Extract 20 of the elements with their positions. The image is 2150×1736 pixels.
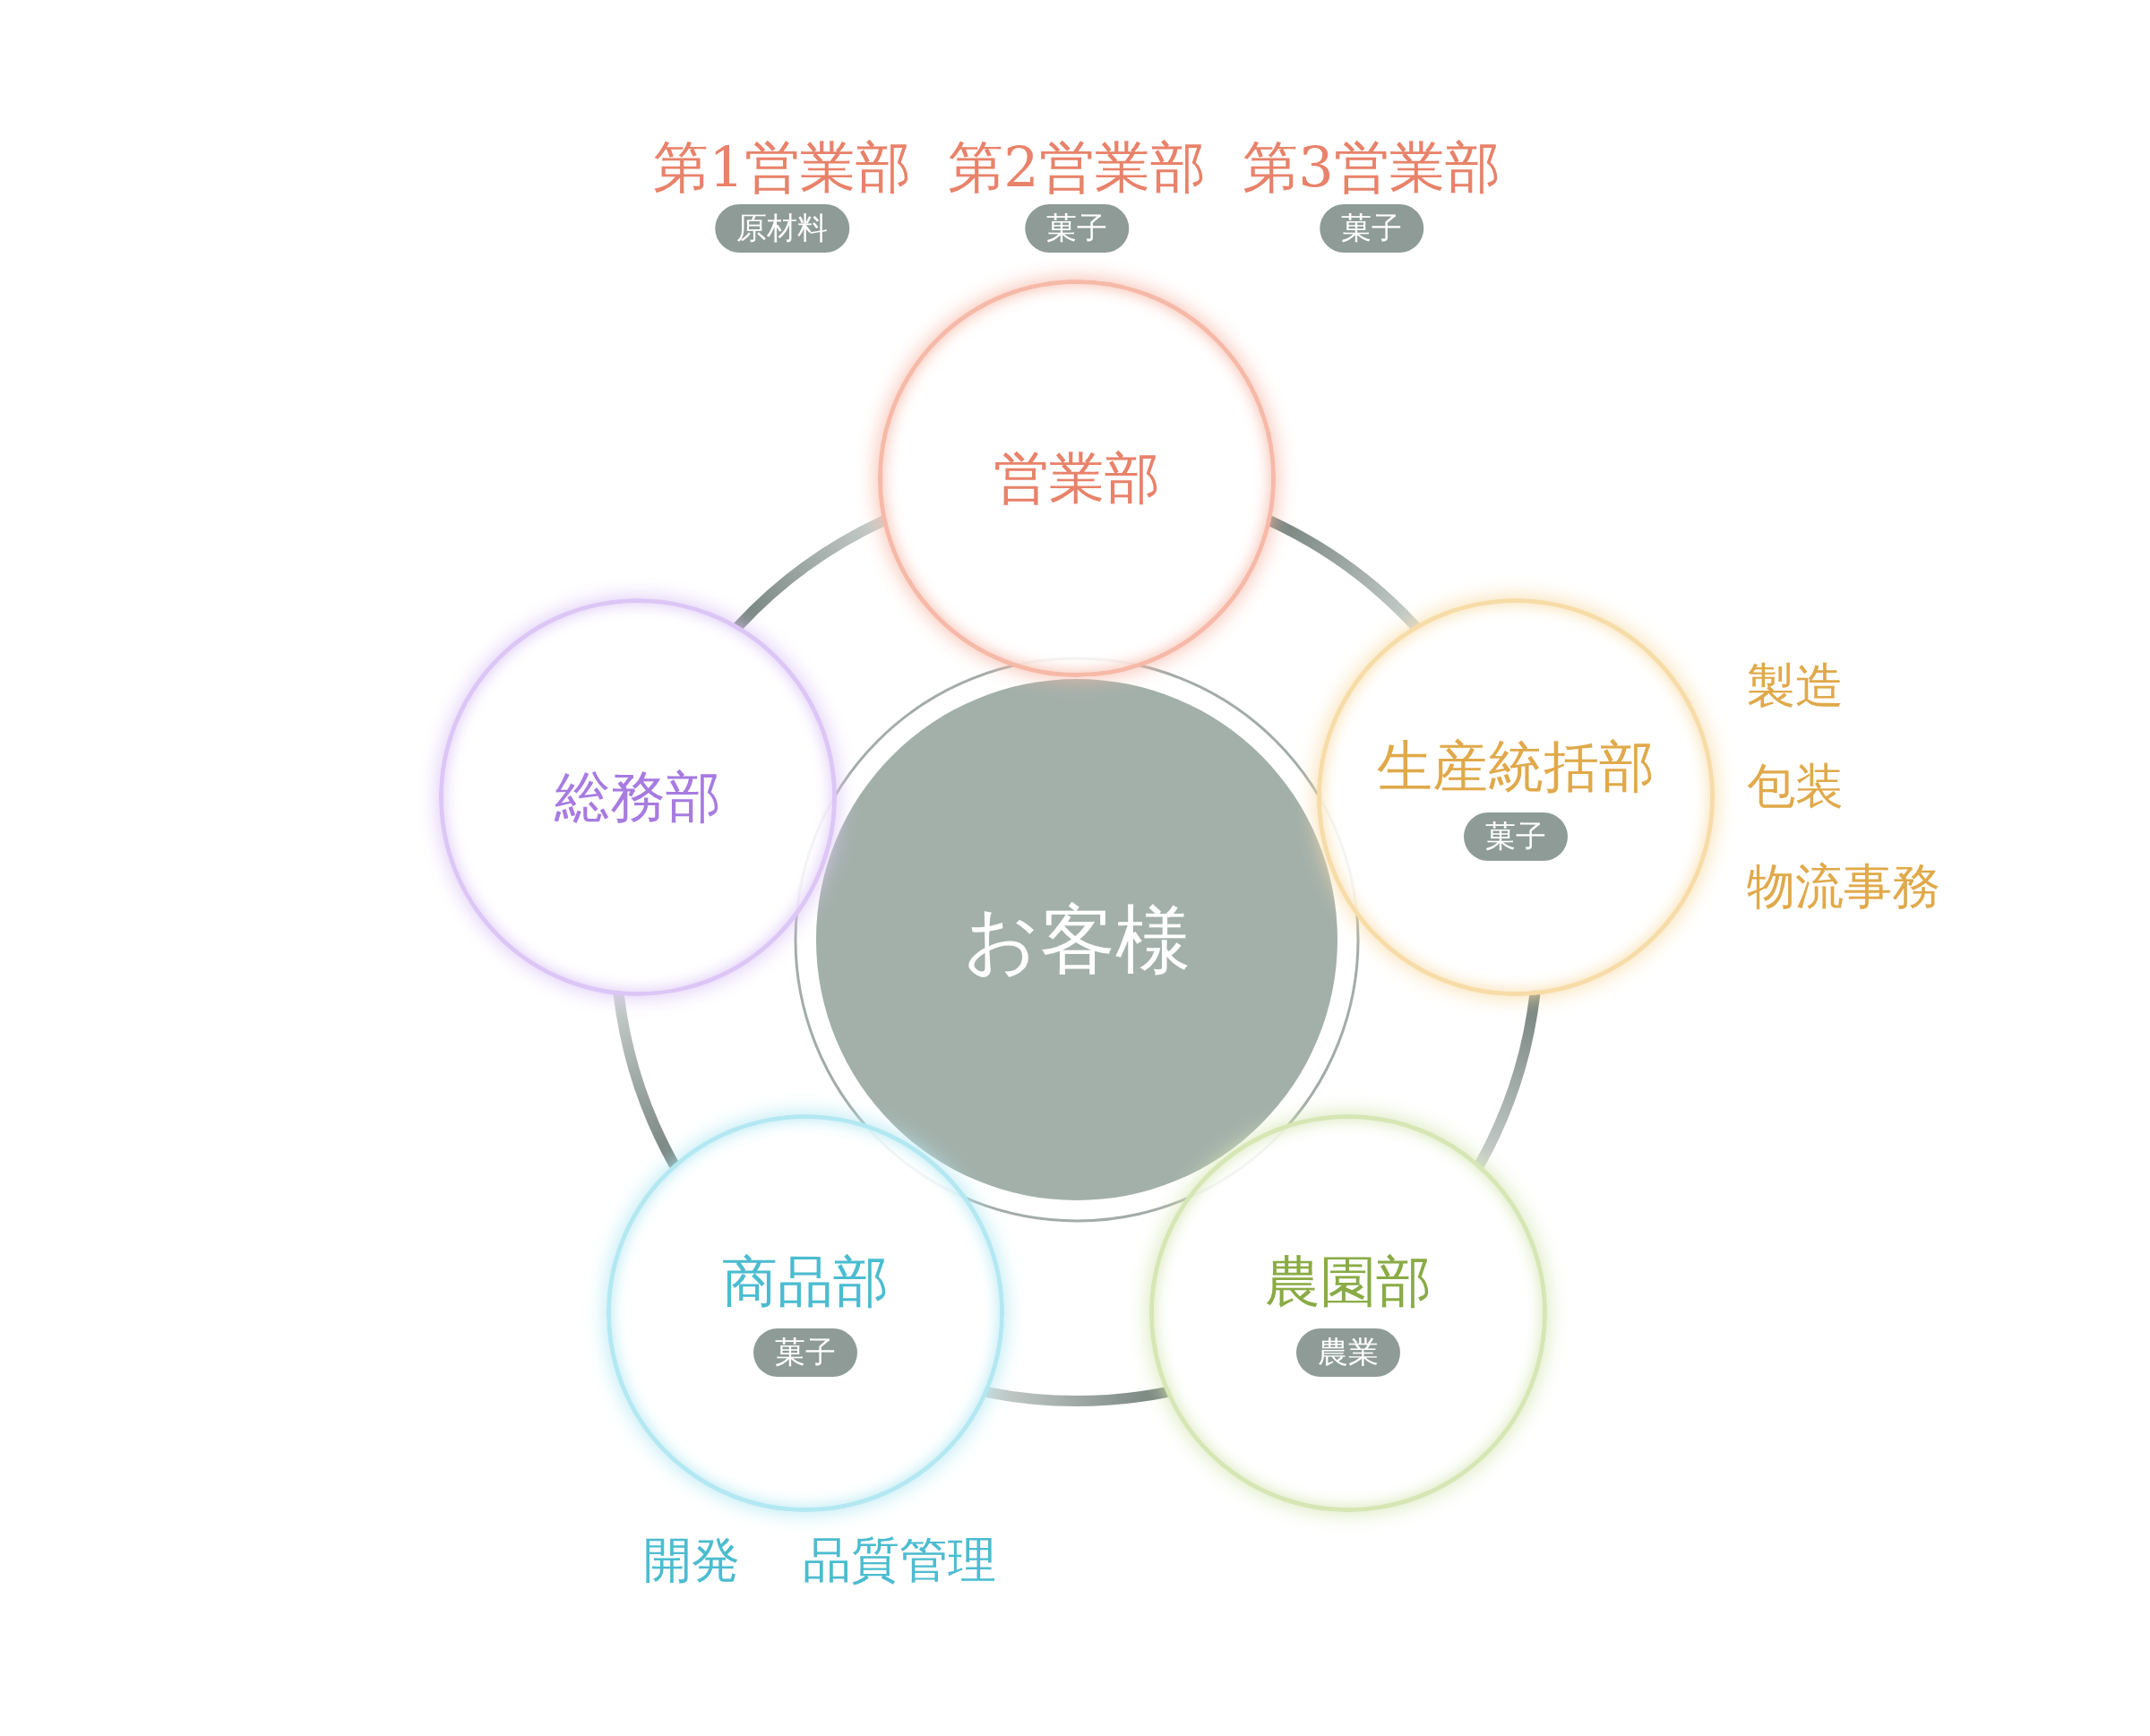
department-name: 営業部 xyxy=(993,444,1160,512)
division-label: 包装 xyxy=(1747,757,1844,816)
department-name: 商品部 xyxy=(722,1249,890,1316)
category-badge: 菓子 xyxy=(1463,812,1568,862)
department-name: 総務部 xyxy=(555,763,722,831)
department-name: 農園部 xyxy=(1264,1249,1432,1316)
section-heading: 第3営業部 xyxy=(1243,134,1501,202)
category-badge: 菓子 xyxy=(1025,204,1129,254)
division-label: 製造 xyxy=(1747,657,1844,716)
category-badge: 農業 xyxy=(1295,1328,1400,1377)
division-label: 開発 xyxy=(643,1531,740,1590)
department-name: 生産統括部 xyxy=(1376,733,1655,801)
category-badge: 原材料 xyxy=(715,204,849,254)
category-badge: 菓子 xyxy=(753,1328,858,1377)
category-badge: 菓子 xyxy=(1320,204,1423,254)
department-name: お客様 xyxy=(963,894,1191,985)
division-label: 物流事務 xyxy=(1747,857,1940,916)
division-label: 品質管理 xyxy=(803,1531,996,1590)
section-heading: 第1営業部 xyxy=(653,134,911,202)
section-heading: 第2営業部 xyxy=(948,134,1206,202)
